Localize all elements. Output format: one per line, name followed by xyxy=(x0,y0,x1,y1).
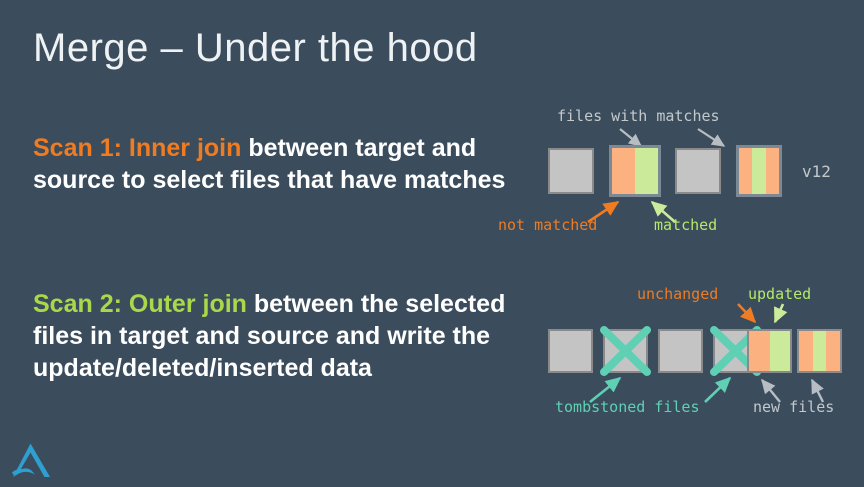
scan1-paragraph: Scan 1: Inner join between target and so… xyxy=(33,133,523,197)
delta-lake-logo xyxy=(12,443,50,477)
segment-orange xyxy=(749,331,770,371)
scan2-bottom-arrows xyxy=(589,376,825,404)
scan2-rest: between the selected files in target and… xyxy=(33,290,506,382)
segment-orange xyxy=(612,148,635,194)
page-title: Merge – Under the hood xyxy=(33,26,478,70)
version-label: v12 xyxy=(802,162,831,181)
scan2-paragraph: Scan 2: Outer join between the selected … xyxy=(33,289,523,384)
scan2-lead: Scan 2: Outer join xyxy=(33,290,247,318)
segment-orange xyxy=(739,148,753,194)
segment-gray xyxy=(660,331,701,371)
file-box-gray-1[interactable] xyxy=(548,329,593,373)
file-box-new-1[interactable] xyxy=(747,329,792,373)
file-box-gray-1[interactable] xyxy=(548,148,594,194)
segment-green xyxy=(752,148,766,194)
segment-gray xyxy=(550,331,591,371)
segment-green xyxy=(812,331,827,371)
file-box-gray-2[interactable] xyxy=(675,148,721,194)
segment-orange xyxy=(799,331,813,371)
scan1-lead: Scan 1: Inner join xyxy=(33,134,242,162)
scan1-rest: between target and source to select file… xyxy=(33,134,506,194)
label-tombstoned-files: tombstoned files xyxy=(555,398,700,416)
label-unchanged: unchanged xyxy=(637,285,719,303)
segment-orange xyxy=(765,148,779,194)
label-matched: matched xyxy=(654,216,718,234)
scan2-top-arrows xyxy=(737,303,788,324)
label-not-matched: not matched xyxy=(498,216,598,234)
scan1-callout-arrows xyxy=(587,200,676,224)
scan2-diagram: unchanged updated xyxy=(540,280,864,420)
files-with-matches-arrows xyxy=(619,128,726,147)
segment-green xyxy=(769,331,790,371)
label-updated: updated xyxy=(748,285,812,303)
segment-green xyxy=(635,148,658,194)
segment-gray xyxy=(550,150,592,192)
file-box-matched-1[interactable] xyxy=(609,145,661,197)
file-box-new-2[interactable] xyxy=(797,329,842,373)
file-box-matched-2[interactable] xyxy=(736,145,782,197)
file-box-gray-2[interactable] xyxy=(658,329,703,373)
segment-orange xyxy=(826,331,840,371)
label-new-files: new files xyxy=(753,398,835,416)
scan1-diagram: files with matches xyxy=(498,100,864,240)
segment-gray xyxy=(677,150,719,192)
label-files-with-matches: files with matches xyxy=(557,107,720,125)
